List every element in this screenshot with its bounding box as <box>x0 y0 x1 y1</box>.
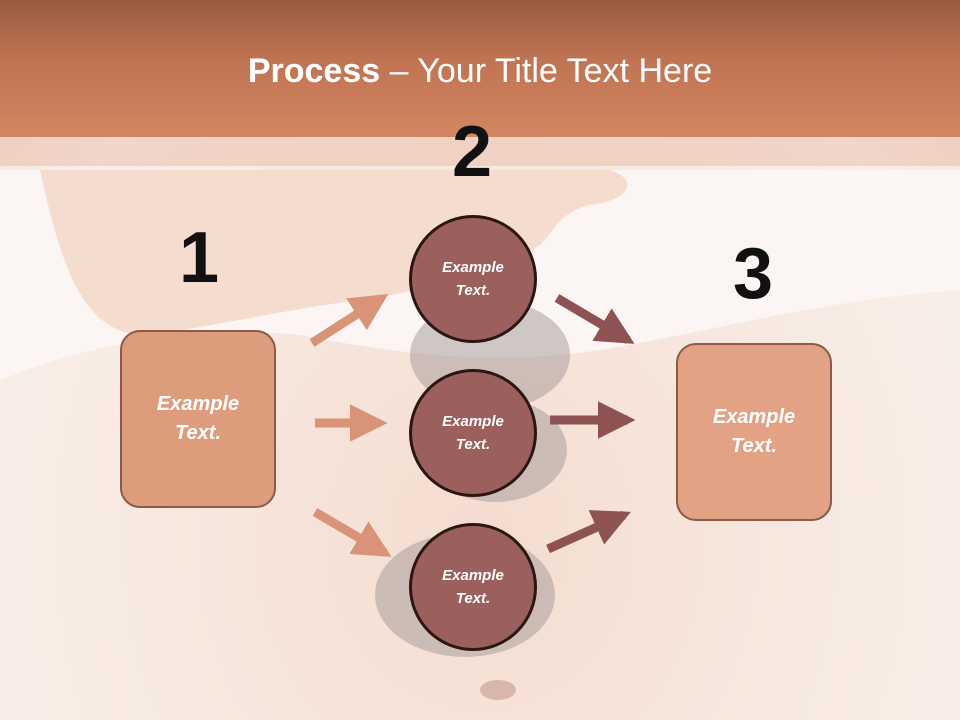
title-band <box>0 137 960 166</box>
arrow-from-circle-1 <box>554 294 635 344</box>
step-number-2: 2 <box>451 112 493 192</box>
navel-shape <box>480 680 516 700</box>
arrow-to-circle-1 <box>309 293 389 347</box>
hand-shape <box>40 170 628 335</box>
arrow-from-circle-3 <box>546 510 631 554</box>
title-bar <box>0 0 960 137</box>
step-2-circle-1: Example Text. <box>409 215 537 343</box>
title-rest: – Your Title Text Here <box>380 52 713 90</box>
circle-1-line2: Text. <box>455 282 491 299</box>
step-2-circle-3: Example Text. <box>409 523 537 651</box>
circle-1-line1: Example <box>442 259 504 276</box>
circle-3-line2: Text. <box>455 590 491 607</box>
step-3-box-line1: Example <box>712 406 796 428</box>
step-1-box: Example Text. <box>120 330 276 508</box>
step-1-box-line1: Example <box>156 393 240 415</box>
step-number-1: 1 <box>178 218 220 298</box>
circle-2-line2: Text. <box>455 436 491 453</box>
step-1-box-line2: Text. <box>175 422 221 444</box>
step-3-box-line2: Text. <box>731 435 777 457</box>
circle-3-line1: Example <box>442 567 504 584</box>
step-3-box: Example Text. <box>676 343 832 521</box>
step-2-circle-2: Example Text. <box>409 369 537 497</box>
title-bold: Process <box>247 52 381 90</box>
arrow-to-circle-3 <box>312 508 392 557</box>
circle-2-line1: Example <box>442 413 504 430</box>
slide-title: Process – Your Title Text Here <box>0 52 960 91</box>
step-number-3: 3 <box>732 234 774 314</box>
